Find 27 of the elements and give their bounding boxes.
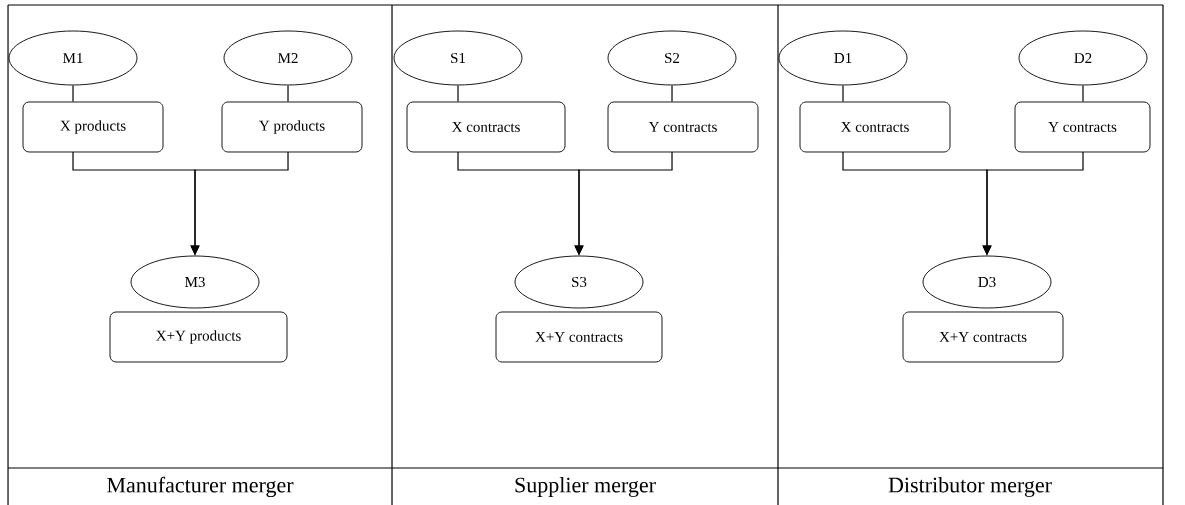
connector xyxy=(842,84,844,103)
process-box: X+Y contracts xyxy=(495,311,663,363)
process-box: X+Y products xyxy=(109,311,288,363)
process-box: X contracts xyxy=(406,101,566,153)
process-box: Y products xyxy=(221,101,363,153)
process-box: X products xyxy=(22,101,164,153)
ellipse-node: D1 xyxy=(778,30,908,86)
panel-caption: Manufacturer merger xyxy=(107,476,294,498)
panel-caption: Distributor merger xyxy=(888,477,1052,497)
ellipse-node: D3 xyxy=(922,255,1052,309)
process-box: X+Y contracts xyxy=(902,311,1064,363)
ellipse-node: S1 xyxy=(393,30,523,86)
ellipse-node: S2 xyxy=(607,30,737,86)
connector xyxy=(72,84,74,103)
panel-caption: Supplier merger xyxy=(515,477,656,497)
connector xyxy=(287,84,289,103)
connector xyxy=(671,84,673,103)
ellipse-node: S3 xyxy=(514,255,644,309)
connector xyxy=(1082,84,1084,103)
process-box: Y contracts xyxy=(1014,101,1151,153)
ellipse-node: D2 xyxy=(1018,30,1148,86)
ellipse-node: M3 xyxy=(130,255,260,309)
connector xyxy=(457,84,459,103)
ellipse-node: M2 xyxy=(223,30,353,86)
process-box: Y contracts xyxy=(607,101,759,153)
ellipse-node: M1 xyxy=(8,30,138,86)
process-box: X contracts xyxy=(799,101,951,153)
